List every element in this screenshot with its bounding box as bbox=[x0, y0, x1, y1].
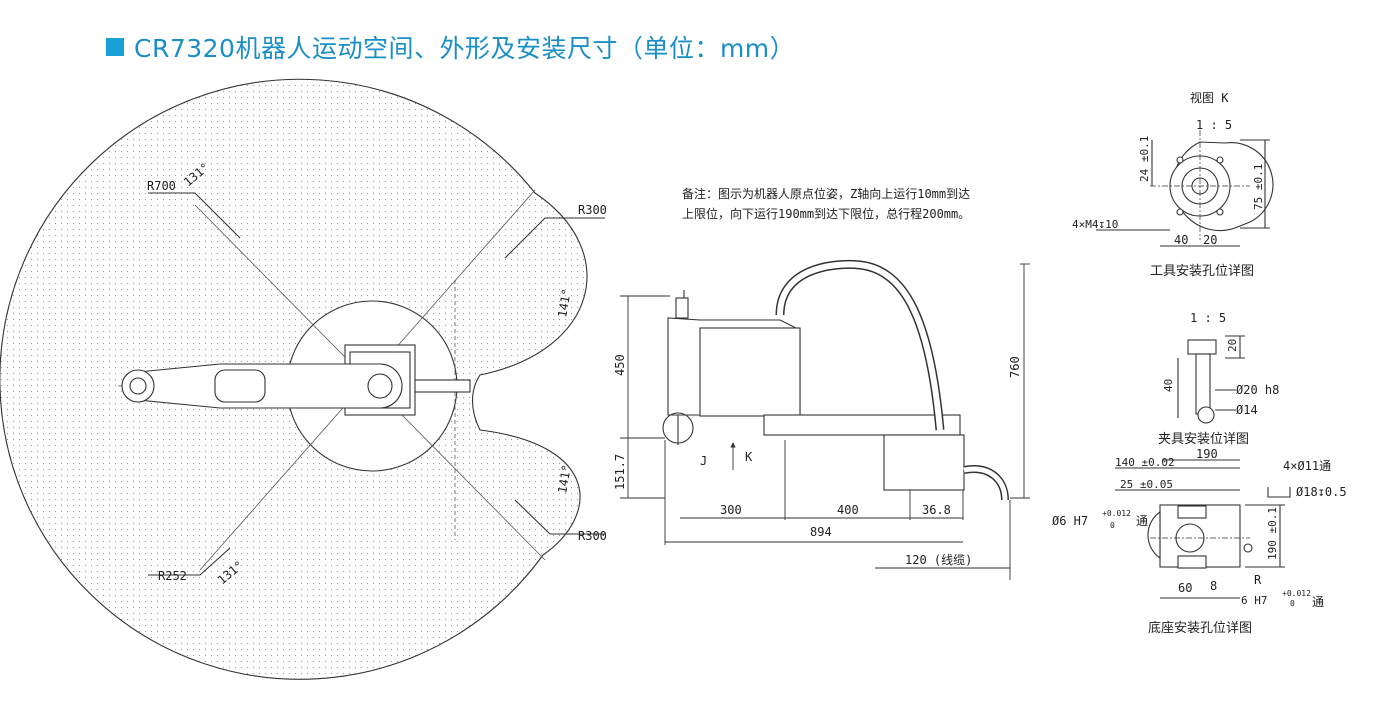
tool-d20: 20 bbox=[1203, 233, 1217, 247]
dim-300: 300 bbox=[720, 503, 742, 517]
base-tol-a: +0.012 bbox=[1102, 509, 1131, 518]
dim-151: 151.7 bbox=[613, 454, 627, 490]
clamp-labels: 1 : 5 20 40 Ø20 h8 Ø14 夹具安装位详图 bbox=[1158, 311, 1279, 447]
tool-scale: 1 : 5 bbox=[1196, 118, 1232, 132]
clamp-phi14: Ø14 bbox=[1236, 403, 1258, 417]
label-r252: R252 bbox=[158, 569, 187, 583]
tool-d75: 75 ±0.1 bbox=[1252, 164, 1265, 210]
clamp-scale: 1 : 5 bbox=[1190, 311, 1226, 325]
side-view bbox=[662, 259, 1009, 501]
tool-d24: 24 ±0.1 bbox=[1138, 136, 1151, 182]
tool-holes: 4×M4↧10 bbox=[1072, 218, 1118, 231]
clamp-detail bbox=[1177, 335, 1245, 424]
base-pin-through: 通 bbox=[1312, 595, 1324, 609]
tool-detail bbox=[1096, 130, 1274, 247]
dim-760: 760 bbox=[1008, 356, 1022, 378]
base-pin-tol-a: +0.012 bbox=[1282, 589, 1311, 598]
base-d190: 190 bbox=[1196, 447, 1218, 461]
label-angle-141-top: 141° bbox=[555, 288, 574, 319]
base-d8: 8 bbox=[1210, 579, 1217, 593]
base-pin: 6 H7 bbox=[1241, 594, 1268, 607]
dim-36: 36.8 bbox=[922, 503, 951, 517]
note-line-1: 备注：图示为机器人原点位姿，Z轴向上运行10mm到达 bbox=[682, 186, 970, 201]
dim-120: 120 (线缆) bbox=[905, 553, 972, 567]
mark-k: K bbox=[745, 450, 753, 464]
base-phi18: Ø18↧0.5 bbox=[1296, 485, 1347, 499]
tool-view: 视图 K bbox=[1190, 90, 1229, 105]
clamp-d40: 40 bbox=[1162, 379, 1175, 392]
label-r700: R700 bbox=[147, 179, 176, 193]
base-labels: 140 ±0.02 190 25 ±0.05 4×Ø11通 Ø18↧0.5 Ø6… bbox=[1052, 447, 1347, 636]
tool-d40: 40 bbox=[1174, 233, 1188, 247]
base-holes11: 4×Ø11通 bbox=[1283, 459, 1331, 473]
dim-894: 894 bbox=[810, 525, 832, 539]
base-d25: 25 ±0.05 bbox=[1120, 478, 1173, 491]
base-phi6: Ø6 H7 bbox=[1052, 514, 1088, 528]
page-title: CR7320机器人运动空间、外形及安装尺寸（单位：mm） bbox=[106, 30, 795, 64]
mark-j: J bbox=[700, 454, 707, 468]
note-block: 备注：图示为机器人原点位姿，Z轴向上运行10mm到达 上限位，向下运行190mm… bbox=[682, 186, 970, 221]
side-labels: 450 151.7 760 300 400 36.8 894 120 (线缆) … bbox=[613, 354, 1022, 567]
base-pin-tol-b: 0 bbox=[1290, 599, 1295, 608]
clamp-d20: 20 bbox=[1226, 339, 1239, 352]
base-tol-b: 0 bbox=[1110, 521, 1115, 530]
label-r300-bottom: R300 bbox=[578, 529, 607, 543]
label-r300-top: R300 bbox=[578, 203, 607, 217]
base-detail bbox=[1115, 459, 1291, 599]
clamp-caption: 夹具安装位详图 bbox=[1158, 432, 1249, 447]
base-d140: 140 ±0.02 bbox=[1115, 456, 1175, 469]
base-d190v: 190 ±0.1 bbox=[1266, 507, 1279, 560]
dim-450: 450 bbox=[613, 354, 627, 376]
tool-labels: 视图 K 1 : 5 24 ±0.1 75 ±0.1 4×M4↧10 40 20… bbox=[1072, 90, 1265, 279]
base-d60: 60 bbox=[1178, 581, 1192, 595]
clamp-phi20: Ø20 h8 bbox=[1236, 383, 1279, 397]
label-angle-141-bottom: 141° bbox=[555, 464, 574, 495]
title-bullet bbox=[106, 38, 124, 56]
dim-400: 400 bbox=[837, 503, 859, 517]
robot-arm-top bbox=[121, 344, 471, 416]
note-line-2: 上限位，向下运行190mm到达下限位，总行程200mm。 bbox=[682, 206, 970, 221]
base-r: R bbox=[1254, 573, 1262, 587]
base-caption: 底座安装孔位详图 bbox=[1148, 620, 1252, 636]
workspace-view bbox=[0, 78, 605, 680]
tool-caption: 工具安装孔位详图 bbox=[1150, 264, 1254, 279]
base-through: 通 bbox=[1136, 514, 1148, 528]
side-dimensions bbox=[620, 263, 1030, 580]
title-text: CR7320机器人运动空间、外形及安装尺寸（单位：mm） bbox=[134, 34, 796, 63]
